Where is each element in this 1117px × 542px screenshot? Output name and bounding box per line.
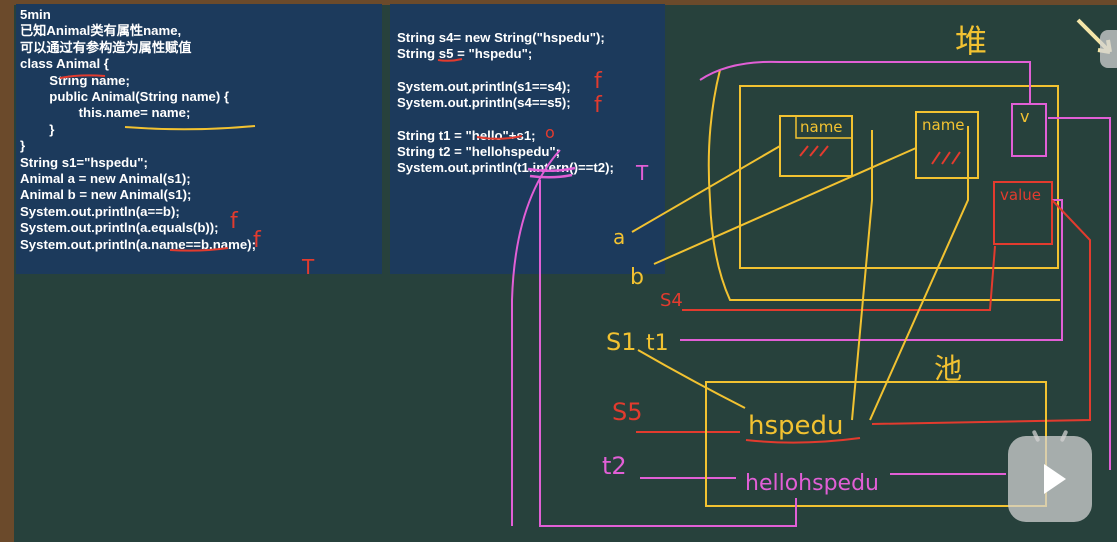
board-frame-top xyxy=(0,0,1117,5)
arrow-t1-loop xyxy=(511,149,561,526)
code-line: } xyxy=(20,121,55,137)
code-line: String s4= new String("hspedu"); xyxy=(397,30,605,45)
value-cell-label: v xyxy=(1020,107,1029,126)
underline-mark xyxy=(745,437,861,444)
ref-label-s1: S1 xyxy=(606,328,637,356)
object-a-hatch xyxy=(799,145,829,157)
code-line: 5min xyxy=(20,7,51,22)
underline-mark xyxy=(527,166,576,172)
code-line: String t2 = "hellohspedu"; xyxy=(397,144,561,160)
code-line: } xyxy=(20,138,26,154)
code-line: class Animal { xyxy=(20,56,109,72)
answer-mark: f xyxy=(594,69,603,94)
object-b-box xyxy=(915,111,979,179)
answer-mark: f xyxy=(253,228,262,253)
board-frame-left xyxy=(0,0,14,542)
code-line: System.out.println(a.equals(b)); xyxy=(20,220,219,236)
underline-mark xyxy=(437,58,463,62)
arrow-s4 xyxy=(682,245,996,311)
code-panel-left: 5min 已知Animal类有属性name, 可以通过有参构造为属性赋值 cla… xyxy=(16,4,382,274)
pool-string-hspedu: hspedu xyxy=(748,411,844,441)
ref-label-t1: t1 xyxy=(646,331,669,356)
video-play-button[interactable] xyxy=(1008,429,1092,522)
answer-mark: o xyxy=(545,123,555,142)
arrow-t1 xyxy=(680,199,1063,341)
arrow-name-b xyxy=(869,126,969,421)
heap-label: 堆 xyxy=(955,22,987,60)
arrow-intern-loop xyxy=(539,180,797,527)
ref-label-s4: S4 xyxy=(660,290,683,311)
underline-mark xyxy=(529,173,573,179)
side-panel-button[interactable] xyxy=(1100,30,1117,68)
code-line: 已知Animal类有属性name, xyxy=(20,23,182,39)
arrow-s1 xyxy=(637,349,746,409)
code-line: String s5 = "hspedu"; xyxy=(397,46,533,62)
object-b-hatch xyxy=(931,151,961,165)
code-line: 可以通过有参构造为属性赋值 xyxy=(20,39,192,55)
string-object-box xyxy=(993,181,1053,245)
arrow-heap-value xyxy=(699,60,1031,104)
code-line: String s1="hspedu"; xyxy=(20,154,148,170)
video-play-icon xyxy=(1044,464,1066,494)
answer-mark: f xyxy=(230,209,239,234)
object-b-field-label: name xyxy=(922,116,965,134)
code-panel-right: String s4= new String("hspedu"); String … xyxy=(390,4,665,274)
underline-mark xyxy=(169,247,229,252)
ref-label-t2: t2 xyxy=(602,452,627,480)
underline-mark xyxy=(476,135,523,140)
pool-string-hellohspedu: hellohspedu xyxy=(745,471,879,496)
object-a-field xyxy=(795,115,853,139)
code-line: public Animal(String name) { xyxy=(20,89,230,105)
string-object-label: value xyxy=(1000,186,1041,204)
code-line: this.name= name; xyxy=(20,105,191,121)
heap-region xyxy=(739,85,1059,269)
ref-label-b: b xyxy=(630,265,644,290)
pool-label: 池 xyxy=(934,352,962,385)
code-line: System.out.println(a==b); xyxy=(20,203,180,219)
code-line: String t1 = "hello"+s1; xyxy=(397,127,536,143)
underline-mark xyxy=(59,74,106,79)
arrow-name-a xyxy=(851,130,873,421)
ref-label-a: a xyxy=(613,225,625,249)
code-line: Animal a = new Animal(s1); xyxy=(20,171,191,187)
answer-mark: T xyxy=(301,255,315,279)
arrow-b xyxy=(653,147,917,265)
arrow-value-to-pool xyxy=(871,199,1091,425)
code-line: Animal b = new Animal(s1); xyxy=(20,187,192,203)
object-a-field-label: name xyxy=(800,118,843,136)
answer-mark: f xyxy=(594,93,603,118)
arrow-a xyxy=(631,145,781,233)
code-line: System.out.println(t1.intern()==t2); xyxy=(397,160,614,176)
answer-mark: T xyxy=(635,161,649,185)
arrow-value-right xyxy=(1048,117,1111,470)
code-line: System.out.println(s1==s4); xyxy=(397,78,571,94)
underline-mark xyxy=(124,125,256,131)
code-line: System.out.println(s4==s5); xyxy=(397,95,571,111)
ref-label-s5: S5 xyxy=(612,398,643,426)
code-line: System.out.println(a.name==b.name); xyxy=(20,236,256,252)
heap-region-outline xyxy=(707,69,1060,301)
